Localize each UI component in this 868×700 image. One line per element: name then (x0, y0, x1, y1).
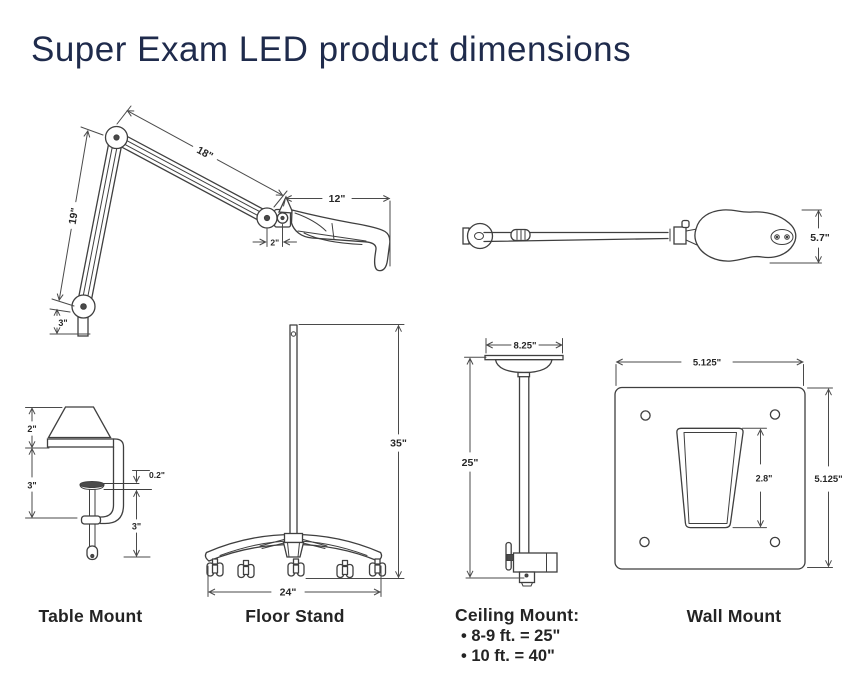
dim-label-head-length: 12" (329, 193, 346, 205)
arm-top-view-drawing: 5.7" (462, 209, 830, 264)
dim-label-mount-post: 3" (58, 318, 67, 328)
dim-label-pole-height: 35" (390, 438, 407, 450)
dim-label-plate-height: 5.125" (814, 474, 842, 485)
ceiling-mount-caption-block: Ceiling Mount: • 8-9 ft. = 25" • 10 ft. … (455, 605, 579, 666)
dim-label-upper-gap: 3" (27, 481, 36, 491)
dim-label-head-offset: 2" (270, 237, 279, 247)
table-mount-caption: Table Mount (38, 606, 143, 626)
ceiling-mount-note-1: • 8-9 ft. = 25" (461, 627, 561, 645)
wall-mount-drawing: 2.8" 5.125" 5.125" (614, 357, 843, 570)
table-mount-drawing: 2" 3" 0.2" 3" (25, 406, 165, 561)
ceiling-mount-caption: Ceiling Mount: (455, 605, 580, 625)
dim-label-base-width: 24" (280, 587, 297, 599)
dim-label-pad-thickness: 0.2" (149, 470, 165, 480)
dim-label-canopy-width: 8.25" (514, 340, 537, 351)
dim-label-slot-height: 2.8" (756, 474, 773, 484)
dim-label-plate-width: 5.125" (693, 357, 721, 368)
dim-label-upper-arm: 18" (195, 144, 215, 163)
ceiling-mount-note-2: • 10 ft. = 40" (461, 647, 555, 665)
floor-stand-caption: Floor Stand (245, 606, 345, 626)
dim-label-clamp-opening: 3" (132, 522, 141, 532)
floor-stand-drawing: 35" 24" (204, 324, 407, 599)
wall-mount-caption: Wall Mount (686, 606, 782, 626)
page-title: Super Exam LED product dimensions (31, 30, 632, 69)
dim-label-head-width: 5.7" (810, 232, 830, 244)
dim-label-shade-height: 2" (27, 424, 36, 434)
dim-label-lower-arm: 19" (67, 207, 82, 226)
ceiling-mount-drawing: 8.25" 25" (462, 338, 564, 587)
arm-side-view-drawing: 19" 18" 12" 2" 3" (49, 105, 391, 337)
dim-label-drop-length: 25" (462, 457, 479, 469)
